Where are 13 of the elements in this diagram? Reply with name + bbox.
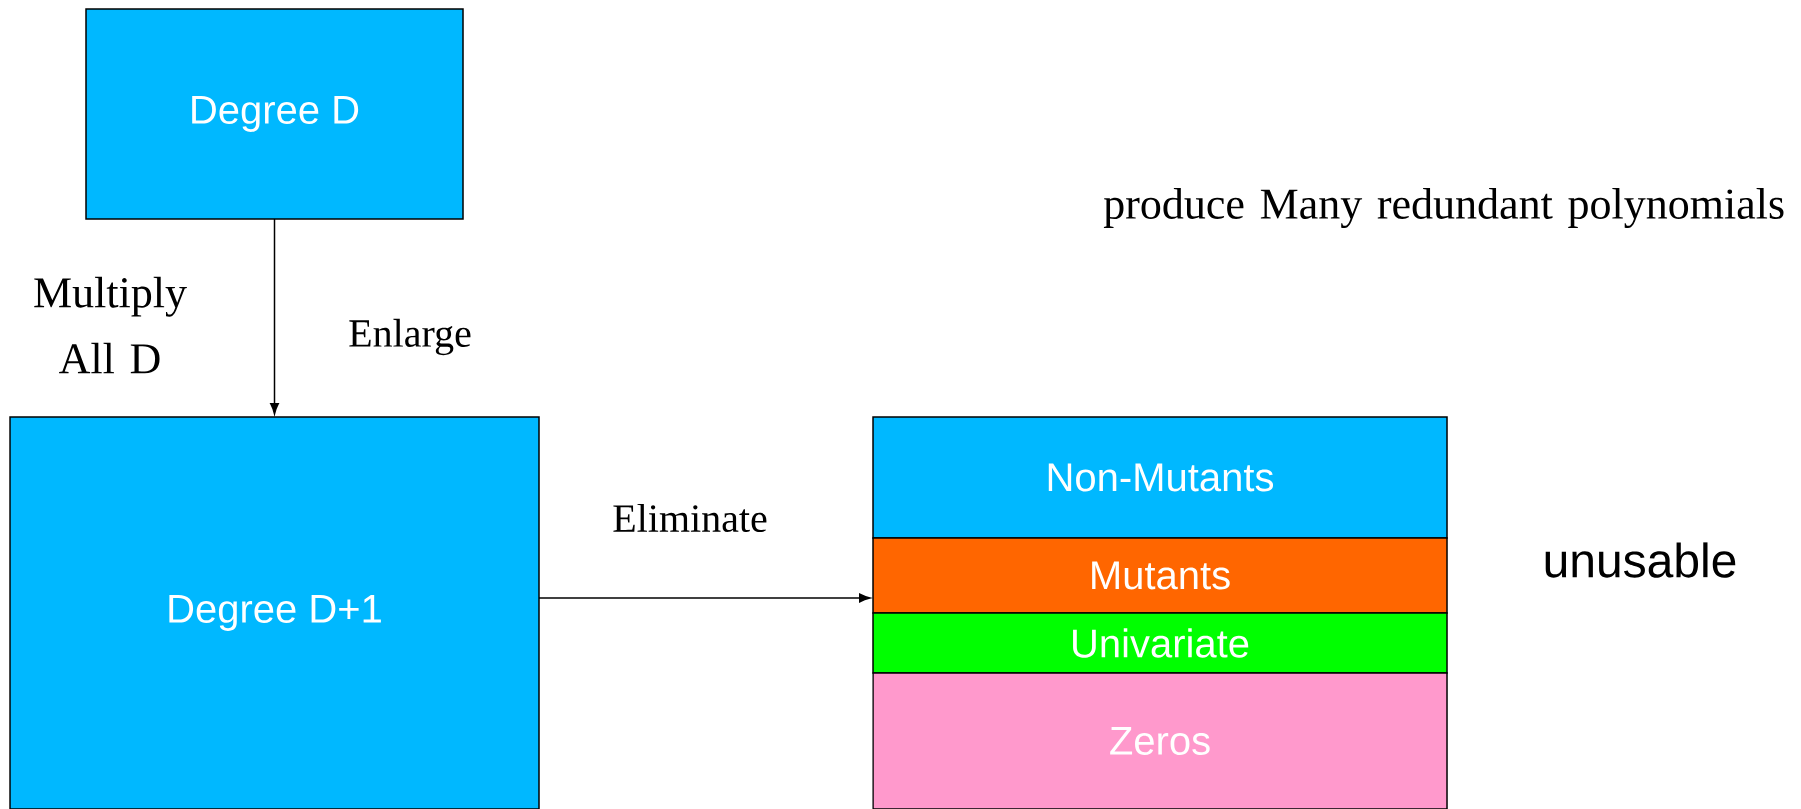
- note-text: produce Many redundant polynomials: [1103, 188, 1784, 228]
- edge-label: Eliminate: [610, 501, 770, 535]
- stack-layer: Non-Mutants: [872, 416, 1448, 539]
- arrow: [270, 218, 279, 415]
- edge-label: Enlarge: [346, 316, 474, 358]
- stack-layer: Univariate: [872, 612, 1448, 674]
- process-box: Degree D+1: [9, 416, 540, 809]
- note-text: unusable: [1545, 542, 1736, 578]
- process-box: Degree D: [85, 8, 464, 220]
- stack-layer: Zeros: [872, 672, 1448, 809]
- arrow: [538, 593, 871, 603]
- note-text: Multiply All D: [34, 276, 187, 374]
- stack-layer: Mutants: [872, 537, 1448, 614]
